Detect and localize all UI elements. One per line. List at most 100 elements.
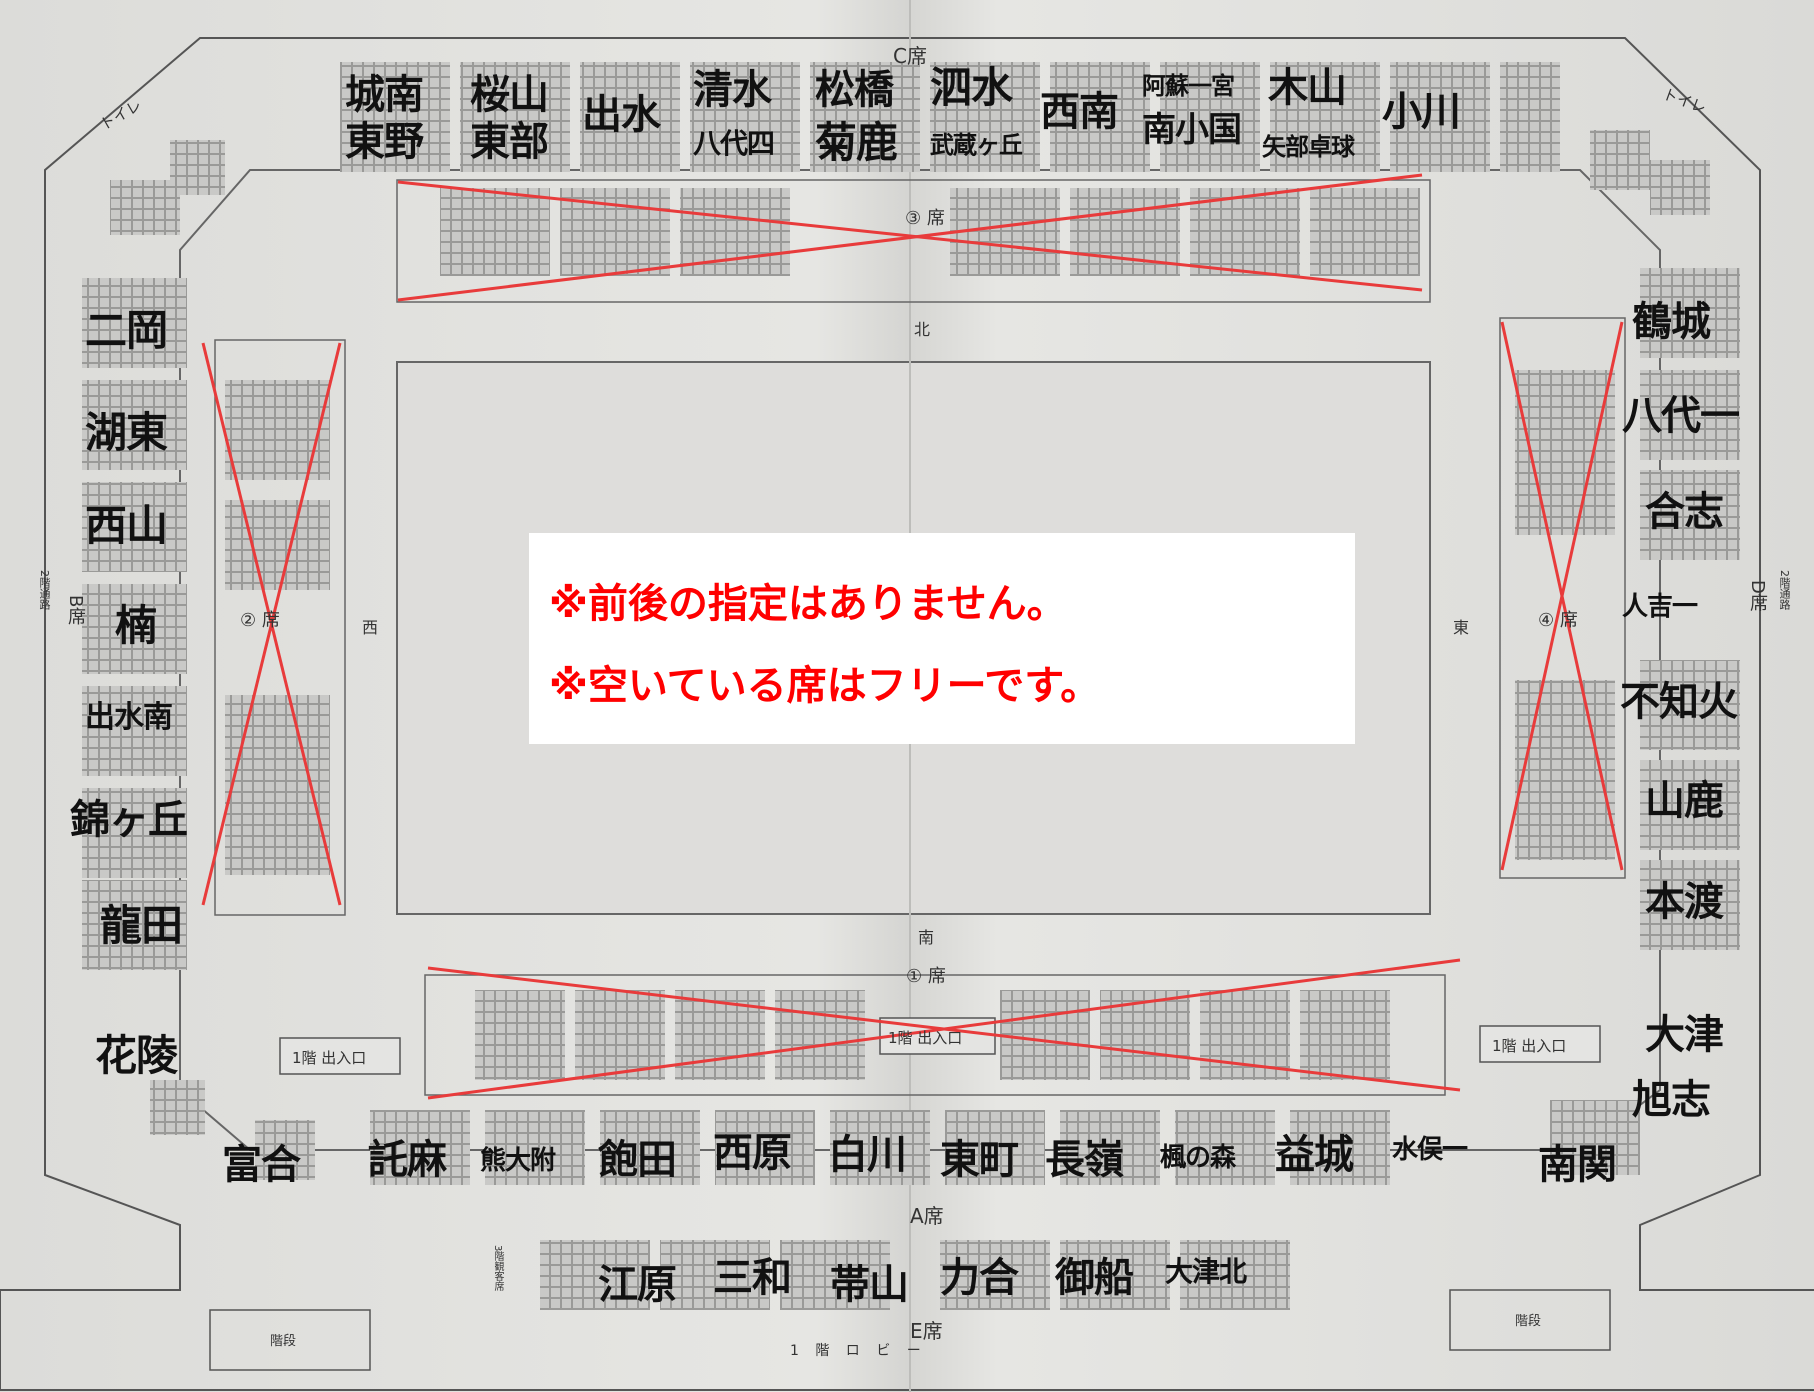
seat-block bbox=[82, 788, 187, 878]
seat-block bbox=[225, 785, 330, 875]
school-label: 本渡 bbox=[1645, 879, 1724, 925]
school-label: 泗水 bbox=[930, 63, 1013, 112]
seat-block bbox=[775, 990, 865, 1080]
entrance-right bbox=[1479, 1025, 1601, 1063]
seat-block bbox=[575, 990, 665, 1080]
school-label: 南関 bbox=[1538, 1142, 1617, 1188]
seat-block bbox=[485, 1110, 585, 1185]
school-label: 不知火 bbox=[1620, 679, 1738, 725]
seat-block bbox=[82, 584, 187, 674]
school-label: 託麻 bbox=[368, 1137, 447, 1183]
school-label: 人吉一 bbox=[1622, 592, 1698, 622]
seat-block bbox=[660, 1240, 770, 1310]
stairs-right bbox=[1449, 1289, 1611, 1351]
seat-block bbox=[255, 1120, 315, 1180]
school-label: 桜山 bbox=[470, 72, 549, 118]
school-label: 御船 bbox=[1055, 1255, 1134, 1301]
seat-block bbox=[1515, 770, 1615, 860]
seat-block bbox=[1390, 62, 1490, 172]
seat-block bbox=[82, 482, 187, 572]
school-label: 飽田 bbox=[598, 1137, 677, 1183]
seat-block bbox=[830, 1110, 930, 1185]
seat-block bbox=[1640, 860, 1740, 950]
seat-block bbox=[1290, 1110, 1390, 1185]
school-label: 楠 bbox=[115, 601, 157, 650]
school-label: 鶴城 bbox=[1632, 299, 1711, 345]
notice-line: ※前後の指定はありません。 bbox=[549, 581, 1067, 627]
seat-block bbox=[1190, 188, 1300, 276]
section1-label: ① 席 bbox=[906, 966, 946, 987]
school-label: 合志 bbox=[1645, 489, 1724, 535]
seat-block bbox=[110, 180, 180, 235]
seat-block bbox=[690, 62, 800, 172]
seat-block bbox=[1650, 160, 1710, 215]
section-a-label: A席 bbox=[910, 1204, 944, 1228]
seat-block bbox=[780, 1240, 890, 1310]
seat-block bbox=[1310, 188, 1420, 276]
seat-block bbox=[715, 1110, 815, 1185]
seat-block bbox=[1515, 460, 1615, 535]
entrance-right-label: 1階 出入口 bbox=[1492, 1037, 1567, 1055]
seat-block bbox=[1640, 268, 1740, 358]
seat-block bbox=[460, 62, 570, 172]
school-label: 楓の森 bbox=[1160, 1143, 1236, 1173]
seat-block bbox=[1050, 62, 1150, 172]
school-label: 矢部卓球 bbox=[1262, 133, 1355, 161]
school-label: 松橋 bbox=[815, 67, 894, 113]
seat-block bbox=[540, 1240, 650, 1310]
seat-block bbox=[950, 188, 1060, 276]
seat-block bbox=[930, 62, 1040, 172]
seat-block bbox=[82, 278, 187, 368]
seat-block bbox=[225, 380, 330, 480]
section2-outline bbox=[214, 339, 346, 916]
school-label: 菊鹿 bbox=[815, 118, 898, 167]
school-label: 西原 bbox=[713, 1130, 792, 1176]
seat-block bbox=[1270, 62, 1380, 172]
seat-block bbox=[1060, 1110, 1160, 1185]
school-label: 旭志 bbox=[1632, 1077, 1711, 1123]
stairs-right-label: 階段 bbox=[1515, 1314, 1542, 1329]
section1-outline bbox=[424, 974, 1446, 1096]
section4-outline bbox=[1499, 317, 1626, 879]
entrance-center-label: 1階 出入口 bbox=[888, 1029, 963, 1047]
section4-label: ④ 席 bbox=[1538, 610, 1578, 631]
school-label: 城南 bbox=[345, 72, 424, 118]
school-label: 帯山 bbox=[830, 1262, 909, 1308]
seat-block bbox=[1160, 62, 1260, 172]
seat-block bbox=[1515, 370, 1615, 460]
outer-wall bbox=[0, 37, 1814, 1391]
school-label: 力合 bbox=[940, 1255, 1019, 1301]
entrance-left-label: 1階 出入口 bbox=[292, 1049, 367, 1067]
school-label: 白川 bbox=[828, 1132, 907, 1178]
seat-block bbox=[82, 880, 187, 970]
school-label: 八代四 bbox=[693, 127, 775, 160]
school-label: 武蔵ヶ丘 bbox=[930, 131, 1023, 159]
school-label: 湖東 bbox=[85, 408, 168, 457]
school-label: 出水 bbox=[582, 92, 661, 138]
school-label: 東野 bbox=[345, 119, 424, 165]
seat-block bbox=[1640, 660, 1740, 750]
south-label: 南 bbox=[918, 928, 935, 947]
school-label: 八代一 bbox=[1622, 393, 1740, 439]
school-label: 錦ヶ丘 bbox=[70, 797, 188, 843]
gallery-label: 3階観客席 bbox=[492, 1245, 503, 1292]
school-label: 南小国 bbox=[1142, 110, 1242, 150]
seat-block bbox=[580, 62, 680, 172]
seat-block bbox=[1640, 760, 1740, 850]
school-label: 出水南 bbox=[85, 700, 173, 735]
seat-block bbox=[1550, 1100, 1640, 1175]
school-label: 花陵 bbox=[95, 1031, 178, 1080]
seat-block bbox=[810, 62, 920, 172]
seat-block bbox=[1000, 990, 1090, 1080]
seat-block bbox=[475, 990, 565, 1080]
school-label: 龍田 bbox=[100, 901, 183, 950]
notice-line: ※空いている席はフリーです。 bbox=[549, 663, 1101, 709]
east-label: 東 bbox=[1453, 618, 1470, 637]
seat-block bbox=[1590, 130, 1650, 190]
school-label: 三和 bbox=[713, 1255, 792, 1301]
seat-block bbox=[560, 188, 670, 276]
school-label: 木山 bbox=[1268, 65, 1347, 111]
school-label: 二岡 bbox=[85, 306, 168, 355]
school-label: 水俣一 bbox=[1392, 1135, 1468, 1165]
section-d-label: D席 bbox=[1747, 580, 1768, 612]
